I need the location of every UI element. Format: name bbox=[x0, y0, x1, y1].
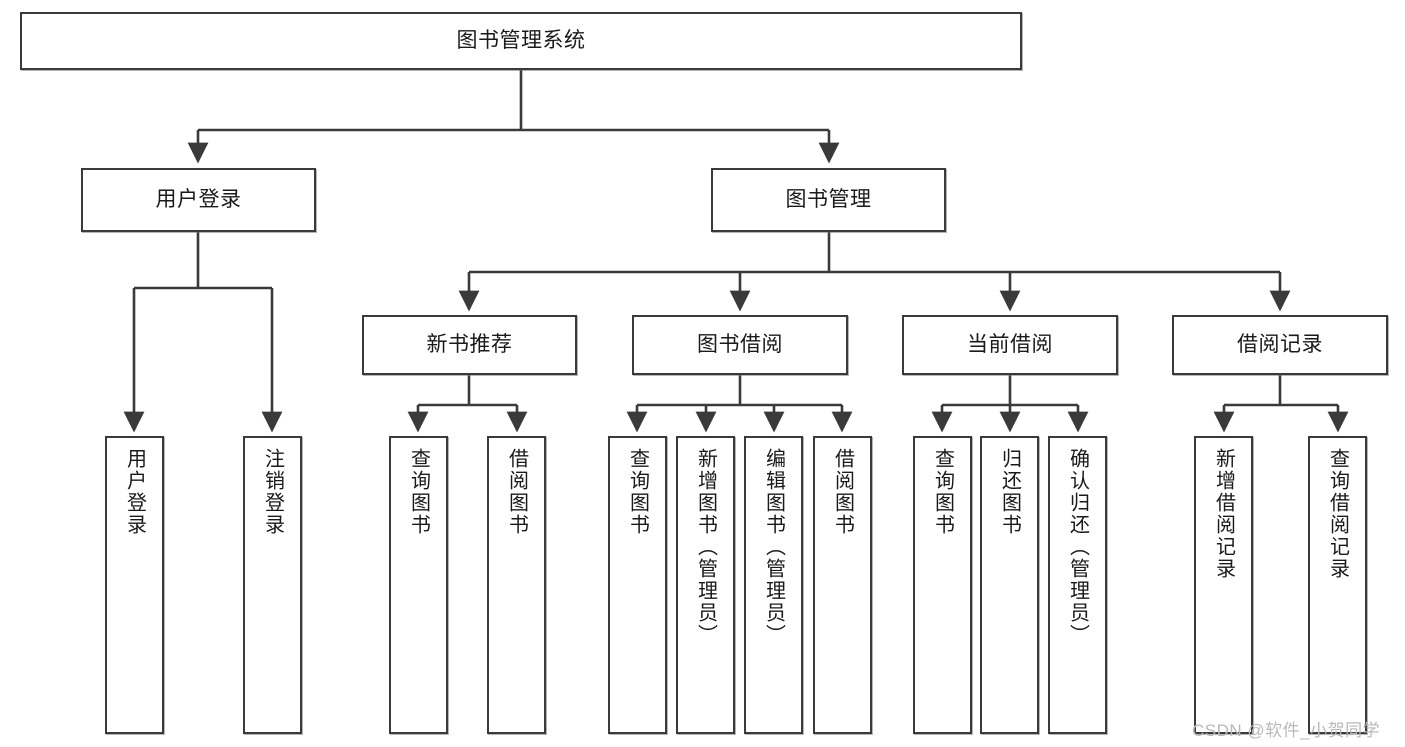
leaf-edit-book-admin[interactable]: 编辑图书（管理员） bbox=[744, 436, 803, 734]
node-label: 确认归还（管理员） bbox=[1066, 448, 1089, 646]
node-label: 借阅图书 bbox=[505, 448, 528, 536]
leaf-query-book-recommend[interactable]: 查询图书 bbox=[389, 436, 448, 734]
node-user-login[interactable]: 用户登录 bbox=[81, 168, 316, 232]
leaf-user-logout[interactable]: 注销登录 bbox=[243, 436, 302, 734]
node-label: 查询图书 bbox=[931, 448, 954, 536]
node-label: 新增图书（管理员） bbox=[694, 448, 717, 646]
node-label: 图书管理系统 bbox=[456, 28, 586, 52]
node-label: 查询图书 bbox=[407, 448, 430, 536]
leaf-confirm-return-admin[interactable]: 确认归还（管理员） bbox=[1048, 436, 1107, 734]
node-label: 当前借阅 bbox=[967, 332, 1053, 356]
leaf-user-login[interactable]: 用户登录 bbox=[105, 436, 164, 734]
node-label: 用户登录 bbox=[123, 448, 146, 536]
node-label: 借阅记录 bbox=[1237, 332, 1323, 356]
node-label: 归还图书 bbox=[998, 448, 1021, 536]
leaf-query-borrow-record[interactable]: 查询借阅记录 bbox=[1308, 436, 1367, 734]
csdn-watermark: CSDN @软件_小贺同学 bbox=[1192, 721, 1381, 740]
node-label: 注销登录 bbox=[261, 448, 284, 536]
node-book-manage[interactable]: 图书管理 bbox=[711, 168, 946, 232]
leaf-return-book[interactable]: 归还图书 bbox=[980, 436, 1039, 734]
node-new-book-recommendation[interactable]: 新书推荐 bbox=[362, 315, 577, 375]
node-book-borrow[interactable]: 图书借阅 bbox=[632, 315, 848, 375]
leaf-query-book-current[interactable]: 查询图书 bbox=[913, 436, 972, 734]
node-label: 借阅图书 bbox=[831, 448, 854, 536]
node-label: 查询图书 bbox=[626, 448, 649, 536]
node-label: 查询借阅记录 bbox=[1326, 448, 1349, 580]
leaf-borrow-book[interactable]: 借阅图书 bbox=[813, 436, 872, 734]
node-label: 图书借阅 bbox=[697, 332, 783, 356]
node-current-borrow[interactable]: 当前借阅 bbox=[902, 315, 1118, 375]
node-label: 图书管理 bbox=[785, 187, 872, 211]
node-label: 编辑图书（管理员） bbox=[762, 448, 785, 646]
node-label: 用户登录 bbox=[155, 187, 242, 211]
node-label: 新书推荐 bbox=[426, 332, 513, 356]
node-root-book-management-system[interactable]: 图书管理系统 bbox=[20, 12, 1022, 70]
leaf-add-borrow-record[interactable]: 新增借阅记录 bbox=[1194, 436, 1253, 734]
leaf-query-book-borrow[interactable]: 查询图书 bbox=[608, 436, 667, 734]
leaf-borrow-book-recommend[interactable]: 借阅图书 bbox=[487, 436, 546, 734]
node-borrow-record[interactable]: 借阅记录 bbox=[1172, 315, 1388, 375]
leaf-add-book-admin[interactable]: 新增图书（管理员） bbox=[676, 436, 735, 734]
node-label: 新增借阅记录 bbox=[1212, 448, 1235, 580]
